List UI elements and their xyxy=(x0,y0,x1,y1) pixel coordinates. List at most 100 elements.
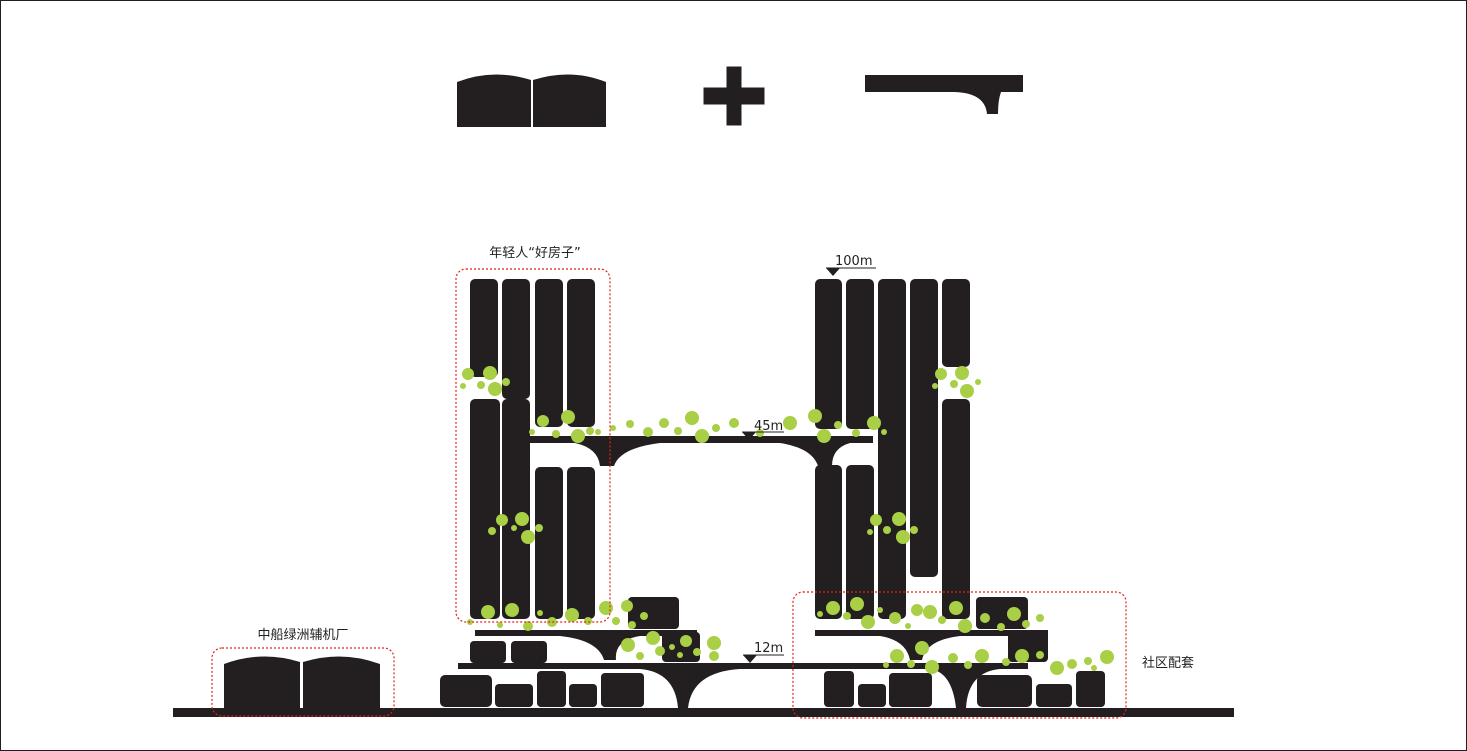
greenery-dot xyxy=(1015,649,1029,663)
greenery-dot xyxy=(975,649,989,663)
greenery-dot xyxy=(910,526,918,534)
greenery-dot xyxy=(1036,651,1044,659)
greenery-dot xyxy=(529,429,535,435)
greenery-dot xyxy=(460,383,466,389)
greenery-dot xyxy=(547,617,557,627)
greenery-dot xyxy=(561,410,575,424)
greenery-dot xyxy=(783,416,797,430)
greenery-dot xyxy=(659,418,669,428)
greenery-dot xyxy=(505,603,519,617)
highlight-outlines xyxy=(211,268,1127,719)
greenery-dot xyxy=(905,623,911,629)
greenery-dot xyxy=(1002,658,1010,666)
greenery-dot xyxy=(964,661,972,669)
greenery-dot xyxy=(1067,659,1077,669)
greenery-dot xyxy=(826,601,840,615)
outline-factory xyxy=(211,647,395,717)
concept-factory-icon xyxy=(457,74,606,127)
greenery-dot xyxy=(677,652,683,658)
right-podium xyxy=(783,597,1105,708)
label-12m: 12m xyxy=(754,641,783,656)
greenery-dots xyxy=(460,366,1114,675)
greenery-dot xyxy=(621,600,633,612)
height-marker-12m: 12m xyxy=(743,641,784,663)
greenery-dot xyxy=(483,366,497,380)
greenery-dot xyxy=(867,416,881,430)
greenery-dot xyxy=(923,605,937,619)
greenery-dot xyxy=(643,427,653,437)
greenery-dot xyxy=(925,660,939,674)
greenery-dot xyxy=(636,652,644,660)
greenery-dot xyxy=(861,615,875,629)
greenery-dot xyxy=(932,383,938,389)
greenery-dot xyxy=(565,608,579,622)
greenery-dot xyxy=(488,382,502,396)
greenery-dot xyxy=(960,384,974,398)
greenery-dot xyxy=(481,605,495,619)
greenery-dot xyxy=(586,427,594,435)
greenery-dot xyxy=(1084,657,1092,665)
greenery-dot xyxy=(938,616,946,624)
greenery-dot xyxy=(595,429,601,435)
greenery-dot xyxy=(881,429,887,435)
concept-bridge-icon xyxy=(865,75,1023,114)
greenery-dot xyxy=(537,610,543,616)
greenery-dot xyxy=(949,601,963,615)
greenery-dot xyxy=(915,641,929,655)
greenery-dot xyxy=(1050,661,1064,675)
greenery-dot xyxy=(709,651,719,661)
greenery-dot xyxy=(612,617,620,625)
outline-youth-housing xyxy=(455,268,611,623)
label-factory: 中船绿洲辅机厂 xyxy=(257,628,348,643)
greenery-dot xyxy=(896,530,910,544)
greenery-dot xyxy=(571,429,585,443)
greenery-dot xyxy=(628,621,636,629)
greenery-dot xyxy=(729,418,739,428)
greenery-dot xyxy=(997,623,1005,631)
greenery-dot xyxy=(523,621,533,631)
greenery-dot xyxy=(850,597,864,611)
greenery-dot xyxy=(488,527,496,535)
greenery-dot xyxy=(907,660,915,668)
greenery-dot xyxy=(584,617,592,625)
greenery-dot xyxy=(497,622,503,628)
label-45m: 45m xyxy=(754,419,783,434)
greenery-dot xyxy=(883,662,889,668)
height-marker-45m: 45m xyxy=(742,419,784,440)
greenery-dot xyxy=(1022,620,1030,628)
greenery-dot xyxy=(889,612,901,624)
greenery-dot xyxy=(502,378,510,386)
greenery-dot xyxy=(685,411,699,425)
ground-line xyxy=(173,708,1234,717)
greenery-dot xyxy=(535,524,543,532)
greenery-dot xyxy=(640,612,648,620)
greenery-dot xyxy=(980,613,990,623)
greenery-dot xyxy=(892,512,906,526)
greenery-dot xyxy=(693,648,701,656)
greenery-dot xyxy=(496,514,508,526)
greenery-dot xyxy=(552,430,560,438)
greenery-dot xyxy=(655,646,665,656)
label-community: 社区配套 xyxy=(1142,655,1194,671)
greenery-dot xyxy=(1036,614,1044,622)
label-100m: 100m xyxy=(835,254,872,269)
greenery-dot xyxy=(958,619,972,633)
greenery-dot xyxy=(599,601,613,615)
greenery-dot xyxy=(1091,665,1097,671)
outline-community xyxy=(792,591,1127,719)
greenery-dot xyxy=(610,425,616,431)
greenery-dot xyxy=(626,420,634,428)
greenery-dot xyxy=(834,421,842,429)
greenery-dot xyxy=(852,429,860,437)
greenery-dot xyxy=(883,526,891,534)
label-youth-housing: 年轻人“好房子” xyxy=(489,245,580,261)
greenery-dot xyxy=(877,607,883,613)
greenery-dot xyxy=(477,381,485,389)
greenery-dot xyxy=(950,380,958,388)
greenery-dot xyxy=(870,514,882,526)
greenery-dot xyxy=(808,409,822,423)
greenery-dot xyxy=(935,368,947,380)
greenery-dot xyxy=(712,424,720,432)
height-marker-100m: 100m xyxy=(826,254,876,276)
